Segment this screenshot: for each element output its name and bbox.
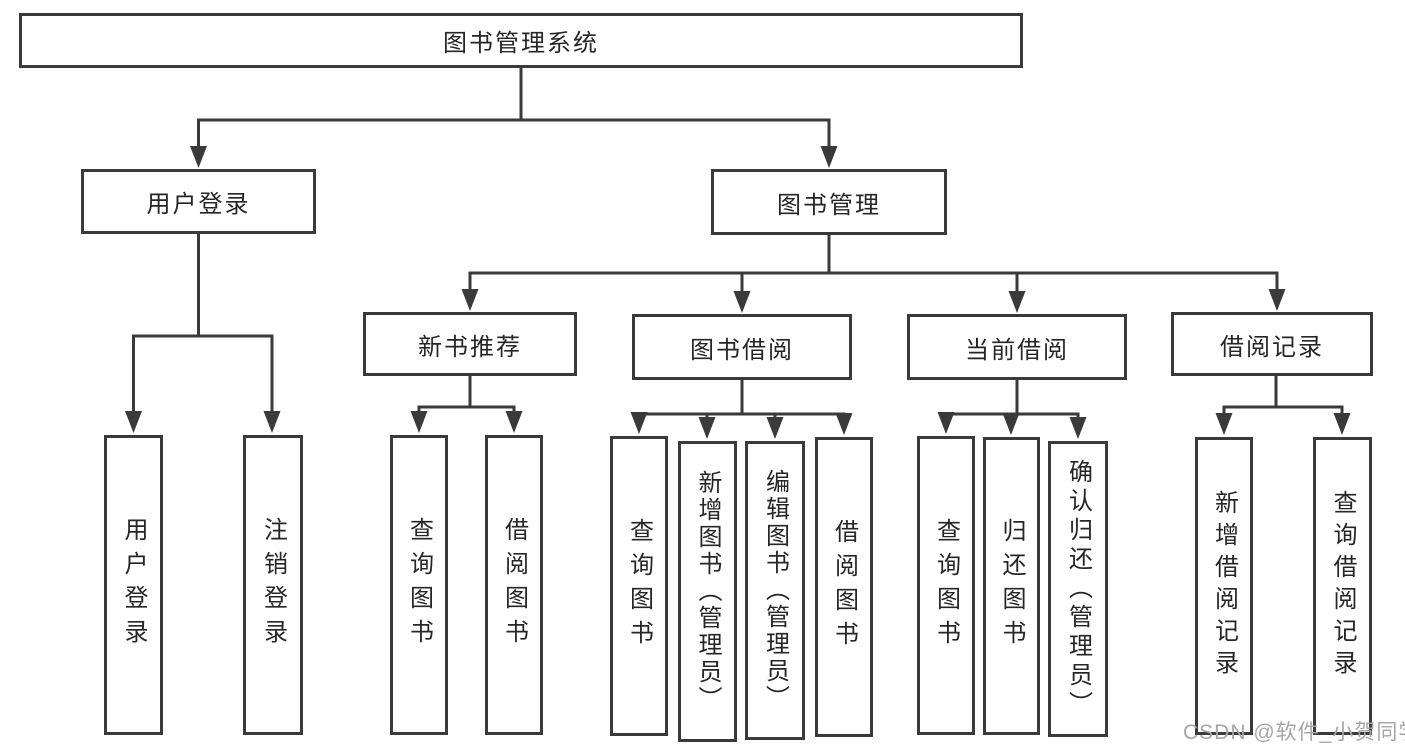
connector-root-to-level2 [197, 68, 831, 148]
leaf-cb-query-books: 查询图书 [917, 436, 975, 735]
arrow-into-book-borrowing [733, 291, 751, 313]
leaf-bb-query-books: 查询图书 [610, 436, 668, 736]
arrow-into-bb-edit [766, 417, 784, 439]
leaf-cb-return-books: 归还图书 [983, 437, 1040, 735]
leaf-cb-confirm-return-admin-label: 确认归还（管理员） [1064, 458, 1092, 720]
node-root-label: 图书管理系统 [443, 30, 599, 57]
connector-newbookrec-to-leaves [417, 376, 516, 413]
leaf-cb-confirm-return-admin: 确认归还（管理员） [1048, 441, 1108, 737]
leaf-bb-borrow-books-label: 借阅图书 [830, 519, 858, 655]
leaf-rec-borrow-books: 借阅图书 [485, 435, 543, 735]
connector-userlogin-to-leaves [132, 234, 274, 413]
arrow-into-cb-return [1002, 413, 1020, 435]
leaf-bb-edit-books-admin: 编辑图书（管理员） [745, 441, 805, 740]
arrow-into-book-management [820, 146, 838, 168]
arrow-into-leaf-user-login [125, 411, 142, 433]
node-book-borrowing-label: 图书借阅 [690, 336, 794, 364]
leaf-bb-borrow-books: 借阅图书 [815, 437, 873, 737]
leaf-bb-add-books-admin: 新增图书（管理员） [678, 441, 737, 742]
leaf-user-login-label: 用户登录 [120, 517, 147, 653]
arrow-into-rec-borrow [505, 411, 523, 433]
leaf-bb-query-books-label: 查询图书 [625, 518, 653, 654]
arrow-into-rec-query [410, 411, 428, 433]
arrow-into-leaf-logout [263, 411, 281, 433]
arrow-into-cb-query [937, 412, 955, 434]
node-book-borrowing: 图书借阅 [632, 314, 852, 380]
connector-borrowrecords-to-leaves [1222, 376, 1344, 415]
node-book-management-label: 图书管理 [777, 191, 881, 219]
arrow-into-bb-add [698, 417, 716, 439]
arrow-into-user-login [190, 146, 207, 168]
csdn-watermark: CSDN @软件_小贺同学 [1183, 721, 1405, 744]
leaf-logout-label: 注销登录 [259, 517, 287, 653]
connector-bookmgmt-to-level3 [468, 234, 1279, 293]
arrowheads [125, 146, 1351, 439]
arrow-into-br-query [1333, 413, 1351, 435]
leaf-br-add-record: 新增借阅记录 [1195, 437, 1253, 735]
leaf-bb-add-books-admin-label: 新增图书（管理员） [694, 470, 721, 713]
leaf-br-query-record: 查询借阅记录 [1313, 437, 1372, 735]
leaf-br-add-record-label: 新增借阅记录 [1210, 490, 1238, 682]
leaf-logout: 注销登录 [243, 435, 303, 735]
leaf-rec-query-books: 查询图书 [390, 435, 448, 735]
node-book-management: 图书管理 [711, 169, 947, 235]
leaf-user-login: 用户登录 [104, 435, 163, 735]
leaf-cb-query-books-label: 查询图书 [932, 517, 960, 654]
leaf-bb-edit-books-admin-label: 编辑图书（管理员） [761, 469, 789, 712]
leaf-cb-return-books-label: 归还图书 [998, 518, 1025, 654]
leaf-rec-query-books-label: 查询图书 [405, 517, 433, 653]
node-new-book-recommend: 新书推荐 [363, 312, 577, 376]
connector-bookborrow-to-leaves [637, 380, 846, 419]
node-current-borrowing-label: 当前借阅 [965, 336, 1069, 364]
arrow-into-current-borrowing [1008, 291, 1026, 313]
arrow-into-br-add [1215, 413, 1233, 435]
node-borrowing-records-label: 借阅记录 [1220, 333, 1324, 361]
node-borrowing-records: 借阅记录 [1171, 312, 1373, 376]
leaf-br-query-record-label: 查询借阅记录 [1329, 490, 1356, 682]
node-current-borrowing: 当前借阅 [907, 314, 1127, 380]
arrow-into-new-book-recommend [461, 289, 479, 311]
leaf-rec-borrow-books-label: 借阅图书 [500, 517, 528, 653]
arrow-into-borrowing-records [1268, 289, 1286, 311]
arrow-into-bb-borrow [835, 413, 853, 435]
node-user-login: 用户登录 [81, 169, 316, 234]
node-new-book-recommend-label: 新书推荐 [418, 333, 522, 361]
arrow-into-bb-query [630, 412, 648, 434]
node-user-login-label: 用户登录 [146, 191, 251, 218]
node-root: 图书管理系统 [19, 13, 1023, 68]
arrow-into-cb-confirm [1069, 417, 1087, 439]
